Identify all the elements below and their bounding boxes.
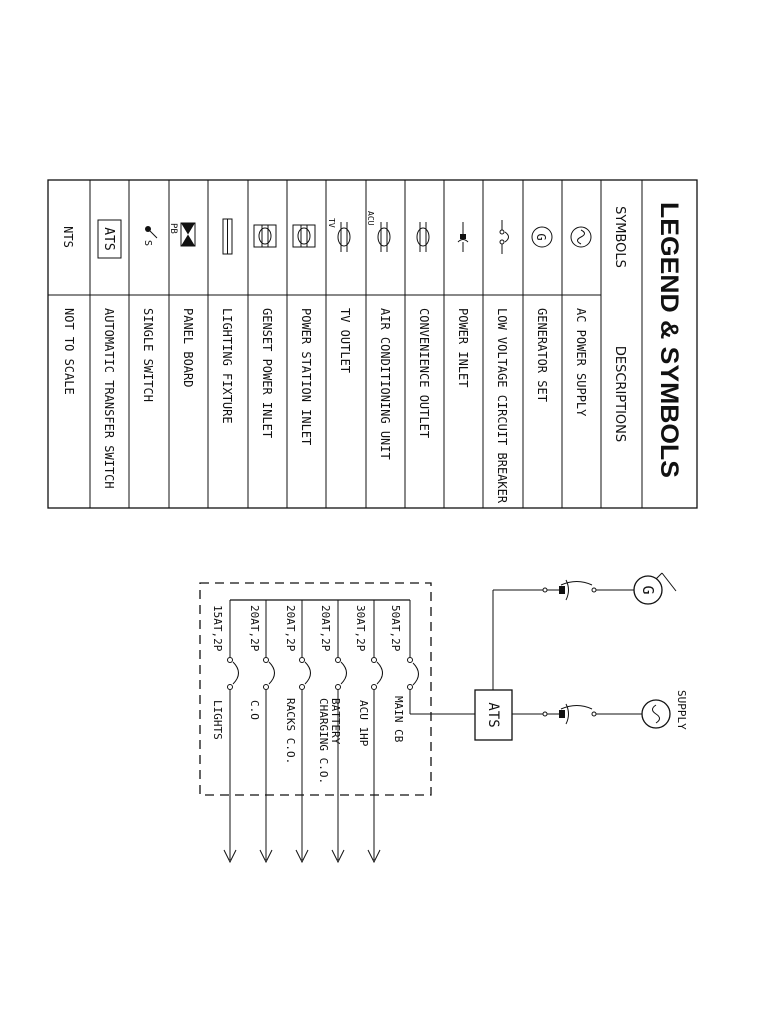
convenience-outlet-icon bbox=[416, 222, 430, 252]
legend-desc-ac-power-supply: AC POWER SUPPLY bbox=[574, 308, 588, 417]
lighting-fixture-icon bbox=[222, 218, 233, 255]
descriptions-header: DESCRIPTIONS bbox=[612, 346, 627, 442]
legend-desc-power-inlet: POWER INLET bbox=[456, 308, 470, 387]
panel-board-boundary bbox=[199, 582, 432, 796]
generator-inlet-icon bbox=[547, 579, 569, 601]
legend-desc-air-conditioning-unit: AIR CONDITIONING UNIT bbox=[378, 308, 392, 460]
branch-lights bbox=[223, 600, 239, 864]
legend-desc-tv-outlet: TV OUTLET bbox=[338, 308, 352, 373]
branch-battery-charging bbox=[331, 600, 347, 864]
ats-symbol-icon: ATS bbox=[97, 219, 122, 259]
ac-supply-icon bbox=[641, 699, 671, 729]
svg-text:G: G bbox=[534, 233, 548, 240]
legend-desc-low-voltage-circuit-breaker: LOW VOLTAGE CIRCUIT BREAKER bbox=[495, 308, 509, 504]
single-switch-symbol-label: S bbox=[142, 240, 153, 246]
legend-desc-panel-board: PANEL BOARD bbox=[181, 308, 195, 387]
generator-icon: G bbox=[633, 572, 677, 605]
branch-rating-acu: 30AT,2P bbox=[354, 605, 367, 652]
branch-arrow-icon bbox=[295, 849, 309, 864]
legend-desc-automatic-transfer-switch: AUTOMATIC TRANSFER SWITCH bbox=[102, 308, 116, 489]
branch-arrow-icon bbox=[367, 849, 381, 864]
tv-symbol-label: TV bbox=[327, 218, 336, 228]
branch-arrow-icon bbox=[331, 849, 345, 864]
single-line-diagram: ATS G SUPPLY bbox=[199, 572, 688, 864]
legend-desc-genset-power-inlet: GENSET POWER INLET bbox=[260, 308, 274, 438]
branch-rating-racks: 20AT,2P bbox=[284, 605, 297, 652]
legend-desc-power-station-inlet: POWER STATION INLET bbox=[299, 308, 313, 445]
legend-desc-convenience-outlet: CONVENIENCE OUTLET bbox=[417, 308, 431, 438]
generator-symbol-label: G bbox=[639, 585, 657, 594]
panel-board-icon: PB bbox=[168, 222, 196, 247]
branch-co bbox=[259, 600, 275, 864]
power-station-inlet-icon bbox=[292, 224, 316, 248]
acu-symbol-label: ACU bbox=[366, 211, 375, 226]
branch-acu bbox=[367, 600, 383, 864]
branch-racks bbox=[295, 600, 311, 864]
supply-label: SUPPLY bbox=[675, 690, 688, 730]
circuit-breaker-icon bbox=[499, 220, 509, 254]
branch-rating-lights: 15AT,2P bbox=[211, 605, 224, 652]
ats-label: ATS bbox=[485, 702, 501, 727]
branch-arrow-icon bbox=[259, 849, 273, 864]
branch-label-battery-line1: BATTERY bbox=[329, 698, 342, 745]
main-breaker-label: MAIN CB bbox=[392, 696, 405, 743]
single-switch-icon: S bbox=[142, 226, 158, 246]
air-conditioning-outlet-icon: ACU bbox=[366, 211, 391, 252]
branch-arrow-icon bbox=[223, 849, 237, 864]
legend-desc-generator-set: GENERATOR SET bbox=[535, 308, 549, 402]
branch-label-co: C.O bbox=[248, 700, 261, 720]
branch-label-racks: RACKS C.O. bbox=[284, 698, 297, 764]
main-breaker-icon bbox=[412, 662, 419, 686]
legend-table: LEGEND & SYMBOLS SYMBOLS DESCRIPTIONS AC… bbox=[47, 179, 698, 509]
legend-desc-lighting-fixture: LIGHTING FIXTURE bbox=[220, 308, 234, 424]
branch-rating-battery: 20AT,2P bbox=[319, 605, 332, 652]
legend-title: LEGEND & SYMBOLS bbox=[655, 202, 683, 478]
branch-label-lights: LIGHTS bbox=[211, 700, 224, 740]
ats-symbol-label: ATS bbox=[101, 227, 116, 250]
generator-set-icon: G bbox=[531, 226, 553, 248]
nts-symbol-label: NTS bbox=[61, 226, 75, 248]
branch-label-acu: ACU 1HP bbox=[357, 700, 370, 747]
legend-desc-not-to-scale: NOT TO SCALE bbox=[62, 308, 76, 395]
tv-outlet-icon: TV bbox=[327, 218, 351, 252]
symbols-header: SYMBOLS bbox=[612, 206, 627, 268]
main-breaker-rating: 50AT,2P bbox=[389, 605, 402, 652]
branch-label-battery-line2: CHARGING C.O. bbox=[317, 698, 330, 784]
ac-power-supply-icon bbox=[570, 226, 592, 248]
legend-border bbox=[47, 179, 698, 509]
genset-power-inlet-icon bbox=[253, 224, 277, 248]
panel-board-symbol-label: PB bbox=[168, 223, 178, 234]
branch-rating-co: 20AT,2P bbox=[248, 605, 261, 652]
power-inlet-icon bbox=[457, 222, 469, 252]
legend-desc-single-switch: SINGLE SWITCH bbox=[141, 308, 155, 402]
supply-inlet-icon bbox=[547, 703, 569, 725]
